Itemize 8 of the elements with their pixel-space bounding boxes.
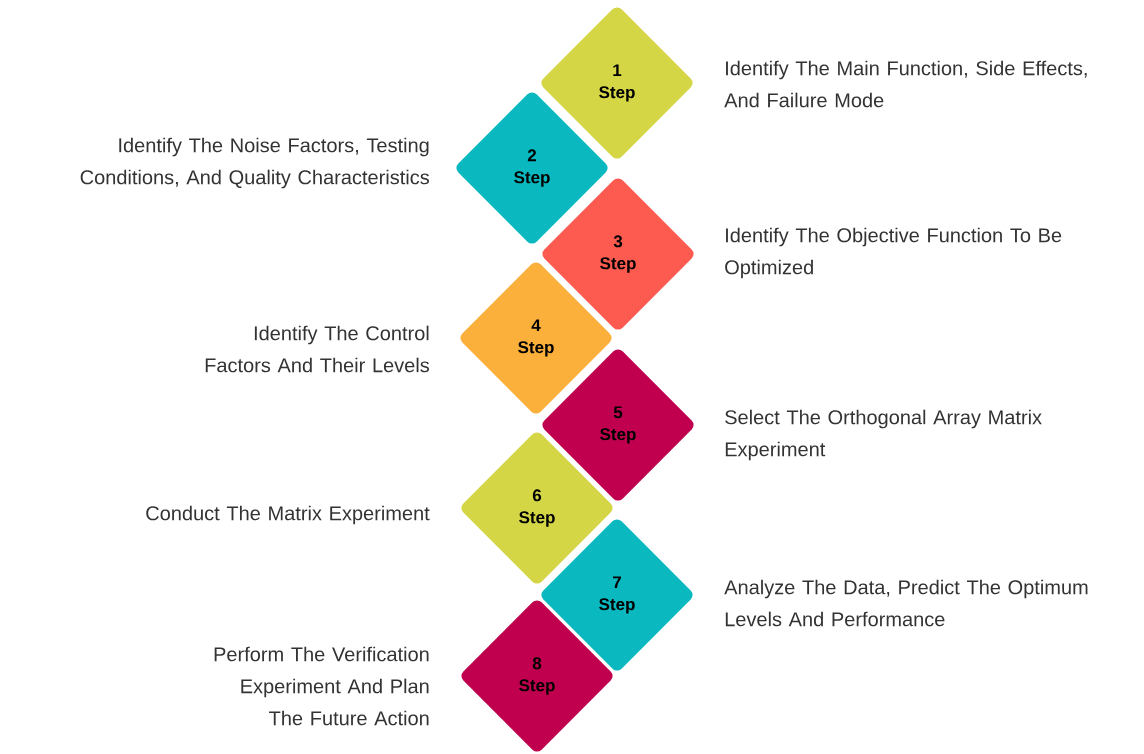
step-description: Identify The Control Factors And Their Levels (205, 325, 430, 373)
step-description: Select The Orthogonal Array Matrix Experiment (725, 409, 1042, 461)
step-description: Perform The Verification Experiment And Plan The Future Action (214, 646, 429, 726)
step-description: Identify The Objective Function To Be Optimized (725, 227, 1062, 279)
step-description: Identify The Noise Factors, Testing Conditions, And Quality Characteristics (80, 137, 429, 189)
step-description: Identify The Main Function, Side Effects, And Failure Mode (724, 60, 1087, 108)
step-description: Conduct The Matrix Experiment (146, 505, 430, 525)
step-description: Analyze The Data, Predict The Optimum Levels And Performance (724, 579, 1088, 627)
